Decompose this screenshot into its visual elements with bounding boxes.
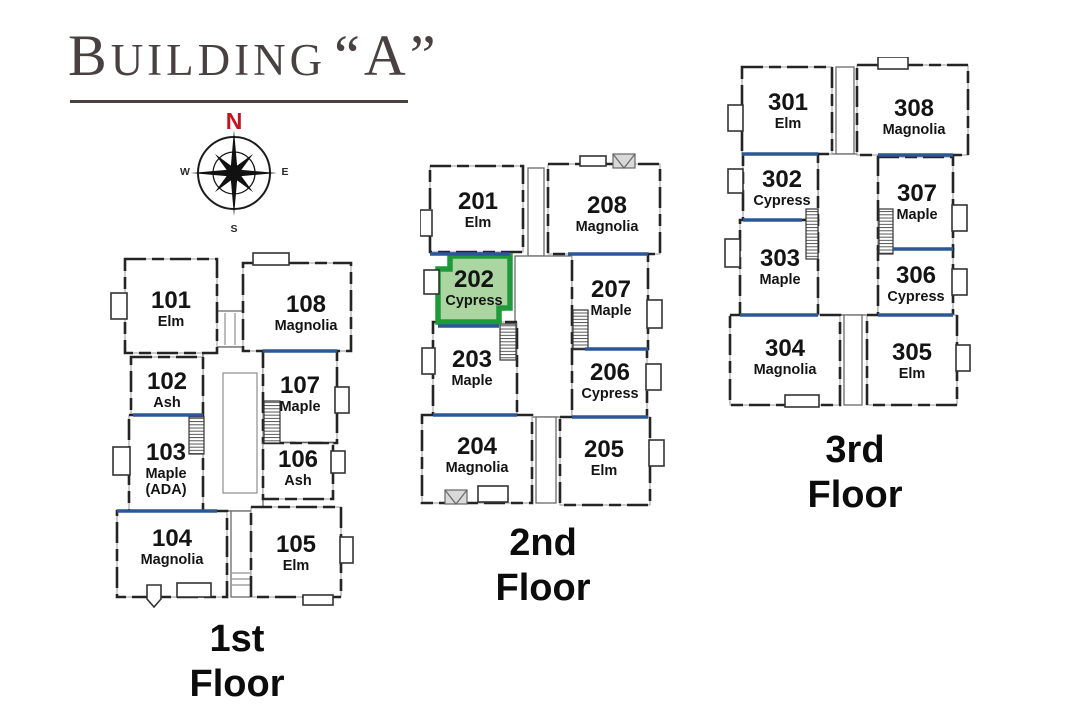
elevator-shaft	[222, 372, 258, 494]
unit-entry-lines	[740, 152, 953, 317]
stairs-icon	[499, 323, 517, 361]
compass-north-label: N	[225, 108, 243, 134]
second-floor-architecture	[420, 153, 665, 507]
floor-label-2nd: 2nd Floor	[495, 522, 591, 609]
page-title: BUILDING “A”	[68, 22, 440, 89]
bay-bumpouts	[420, 155, 665, 503]
unit-entry-lines	[117, 349, 337, 513]
stairs-icon	[878, 208, 894, 255]
bay-bumpouts	[724, 57, 971, 408]
stairs-icon	[188, 416, 205, 455]
title-underline	[70, 100, 408, 103]
room-outlines	[115, 257, 353, 599]
stairs-icon	[263, 400, 281, 444]
title-rest: UILDING	[110, 35, 327, 85]
unit-entry-lines	[430, 252, 648, 419]
first-floor-architecture	[110, 252, 354, 609]
title-unit-letter: “A”	[334, 23, 440, 88]
stairs-icon	[572, 309, 589, 350]
floor-label-1st: 1st Floor	[189, 618, 285, 705]
compass-rose: N W E S	[176, 106, 292, 242]
compass-west-label: W	[180, 166, 190, 178]
unit-202-highlight-shape[interactable]	[435, 253, 513, 325]
compass-east-label: E	[281, 166, 289, 178]
room-outlines	[420, 162, 662, 507]
title-initial: B	[68, 23, 111, 88]
compass-south-label: S	[230, 223, 238, 235]
floor-label-3rd: 3rd Floor	[807, 429, 903, 516]
third-floor-architecture	[724, 57, 971, 408]
compass-star-icon	[191, 130, 277, 216]
entry-porch-icon	[146, 584, 162, 609]
roof-vent-icon	[444, 153, 636, 505]
bay-bumpouts	[110, 252, 354, 609]
stairs-icon	[805, 208, 819, 260]
